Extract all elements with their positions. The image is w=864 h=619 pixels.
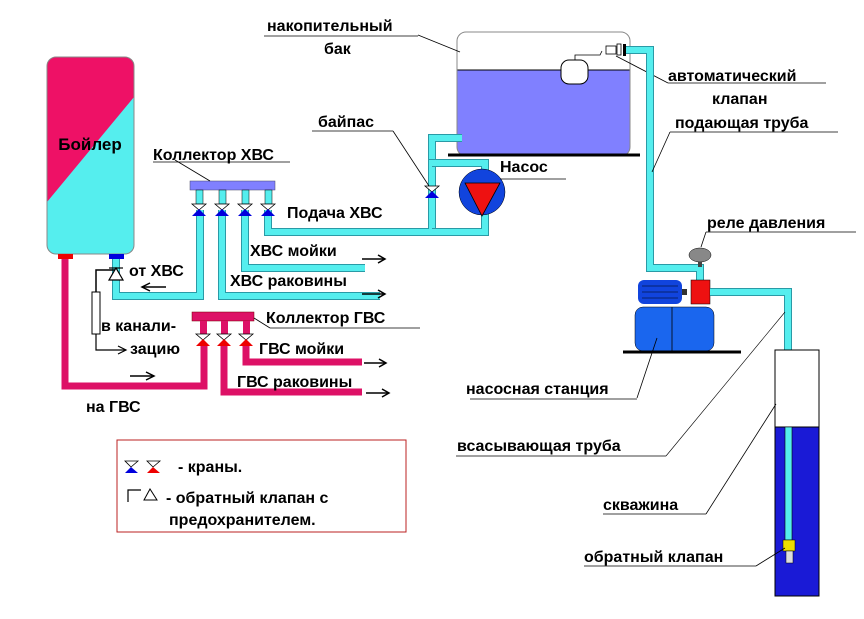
tank-water [457, 70, 630, 156]
supply-pipe: подающая труба [626, 46, 838, 280]
check-valve-callout: обратный клапан [584, 547, 786, 567]
float [560, 59, 589, 85]
pump: Насос [458, 159, 566, 217]
flow-arrow-to-hot [130, 371, 156, 381]
pressure-relay-callout: реле давления [700, 215, 856, 248]
cold-tap-1[interactable] [190, 203, 208, 216]
well-water [774, 426, 820, 597]
hot-main-pipe [61, 259, 208, 390]
hot-basin-label: ГВС раковины [237, 374, 352, 391]
legend-tap-icon-blue [124, 460, 140, 473]
pressure-relay-label: реле давления [707, 215, 825, 232]
cold-collector-label: Коллектор ХВС [153, 147, 274, 164]
tank-label-line2: бак [324, 41, 352, 58]
boiler-hot-outlet [58, 254, 73, 259]
flow-arrow-cold-sink [362, 254, 387, 264]
strainer-icon [785, 550, 794, 564]
hot-tap-1[interactable] [194, 333, 212, 346]
legend-check-valve-label-line1: - обратный клапан с [166, 490, 328, 507]
to-hot-label: на ГВС [86, 399, 141, 416]
well [774, 349, 820, 597]
pump-label: Насос [500, 159, 548, 176]
suction-pipe-callout: всасывающая труба [456, 311, 786, 457]
pressure-relay-icon [688, 247, 712, 263]
hot-tap-3[interactable] [237, 333, 255, 346]
flow-arrow-cold-basin [362, 289, 387, 299]
auto-valve-callout: автоматический клапан [615, 55, 826, 108]
cold-tap-3[interactable] [236, 203, 254, 216]
check-valve-with-safety [91, 266, 128, 355]
cold-branch-pipes [195, 188, 436, 300]
legend-taps-label: - краны. [178, 459, 242, 476]
check-valve-label: обратный клапан [584, 549, 723, 566]
suction-pipe-label: всасывающая труба [457, 438, 621, 455]
cold-basin-label: ХВС раковины [230, 273, 347, 290]
flow-arrow-hot-sink [364, 358, 388, 368]
hot-collector: Коллектор ГВС [191, 310, 420, 329]
cold-collector: Коллектор ХВС [153, 147, 290, 191]
legend-check-valve-label-line2: предохранителем. [169, 512, 316, 529]
cold-taps [190, 203, 277, 216]
auto-valve-label-line1: автоматический [668, 68, 796, 85]
auto-valve-label-line2: клапан [712, 91, 768, 108]
well-label: скважина [603, 497, 678, 514]
flow-arrow-hot-basin [366, 388, 391, 398]
pump-station [623, 247, 741, 354]
cold-tap-4[interactable] [259, 203, 277, 216]
check-valve-icon [782, 539, 796, 552]
boiler-hot-fill [47, 57, 134, 202]
drain-label-line2: зацию [130, 341, 180, 358]
boiler: Бойлер [46, 56, 135, 259]
hot-tap-2[interactable] [215, 333, 233, 346]
bypass-label: байпас [318, 114, 374, 131]
bypass-callout: байпас [312, 114, 430, 187]
pump-station-label: насосная станция [466, 381, 609, 398]
cold-sink-label: ХВС мойки [250, 243, 337, 260]
from-cold-label: от ХВС [129, 263, 184, 280]
pump-station-callout: насосная станция [466, 337, 658, 400]
boiler-label: Бойлер [58, 135, 121, 154]
auto-valve-icon [605, 45, 617, 55]
hot-collector-label: Коллектор ГВС [266, 310, 386, 327]
hot-branch-pipes [200, 321, 362, 396]
flow-arrow-from-cold [140, 282, 166, 292]
cold-supply-label: Подача ХВС [287, 205, 383, 222]
boiler-cold-inlet [109, 254, 124, 259]
hot-sink-label: ГВС мойки [259, 341, 344, 358]
hot-taps [194, 333, 255, 346]
tank-label-line1: накопительный [267, 18, 393, 35]
station-tank [634, 306, 715, 352]
bypass-tap [423, 185, 441, 198]
legend-check-valve-icon [127, 488, 158, 502]
drain-label-line1: в канали- [101, 318, 176, 335]
supply-pipe-label: подающая труба [675, 115, 809, 132]
well-callout: скважина [603, 403, 777, 515]
station-pump-head [690, 279, 711, 305]
legend-tap-icon-red [146, 460, 162, 473]
cold-tap-2[interactable] [213, 203, 231, 216]
legend: - краны. - обратный клапан с предохранит… [116, 439, 407, 533]
storage-tank: накопительный бак [264, 18, 640, 157]
